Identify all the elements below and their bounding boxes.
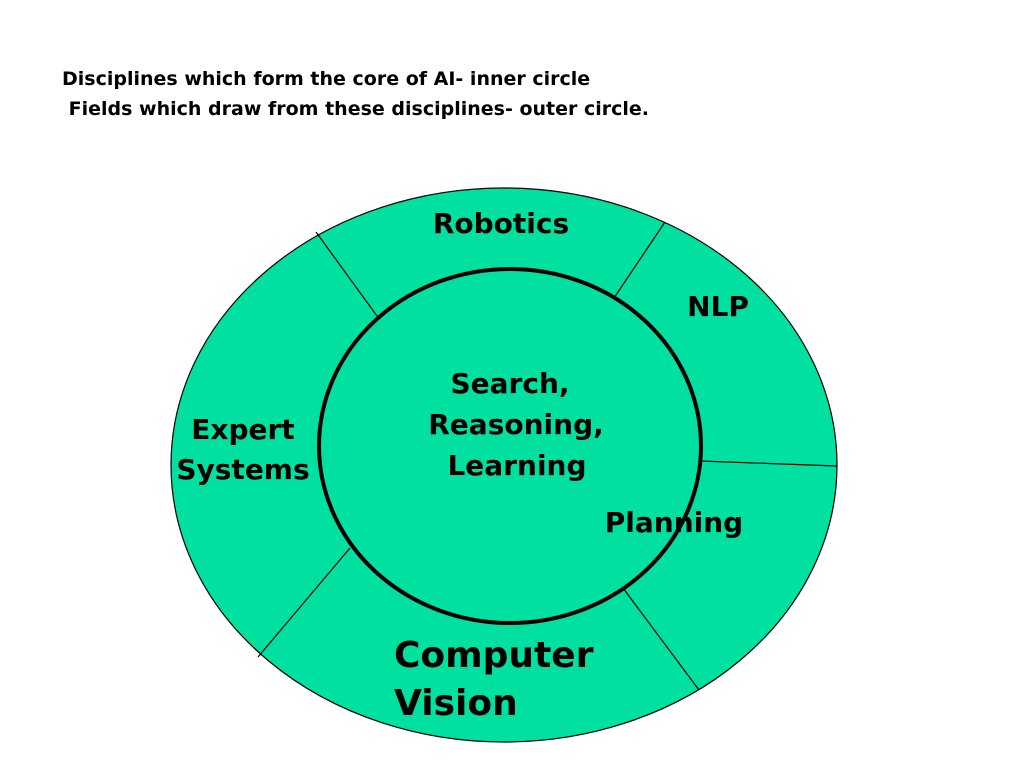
core-label-reasoning: Reasoning, xyxy=(428,408,604,441)
diagram-heading: Disciplines which form the core of AI- i… xyxy=(62,64,822,124)
field-label-systems: Systems xyxy=(176,453,309,486)
inner-circle xyxy=(317,267,703,625)
divider-expert-robotics xyxy=(315,231,378,317)
field-label-nlp: NLP xyxy=(687,290,749,323)
heading-line-outer: Fields which draw from these disciplines… xyxy=(62,98,649,120)
field-label-vision: Vision xyxy=(394,683,518,724)
divider-planning-vision xyxy=(622,587,700,691)
field-label-planning: Planning xyxy=(605,506,743,539)
divider-vision-expert xyxy=(257,547,351,658)
heading-line-inner: Disciplines which form the core of AI- i… xyxy=(62,68,591,90)
field-label-robotics: Robotics xyxy=(433,207,569,240)
core-label-search: Search, xyxy=(450,367,569,400)
field-label-expert: Expert xyxy=(191,413,294,446)
core-label-learning: Learning xyxy=(447,449,586,482)
divider-nlp-planning xyxy=(699,460,838,467)
divider-robotics-nlp xyxy=(613,221,666,299)
field-label-computer: Computer xyxy=(394,635,594,676)
